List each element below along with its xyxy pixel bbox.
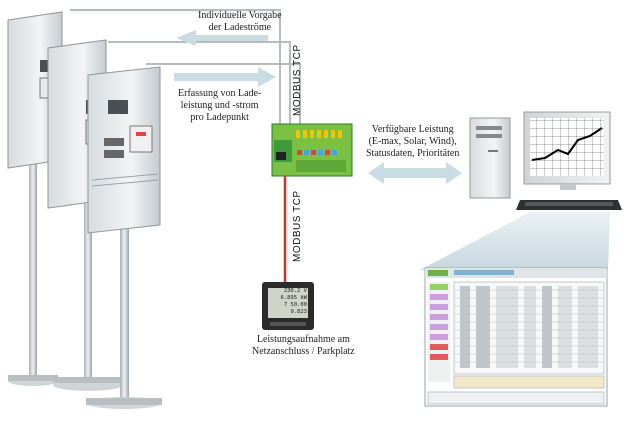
arrow-to-controller: [174, 67, 276, 87]
label-grid-power-consumption: Leistungsaufnahme am Netzanschluss / Par…: [252, 334, 355, 357]
keyboard: [516, 200, 622, 210]
label-modbus-tcp-bottom: MODBUS TCP: [292, 190, 303, 263]
controller-module: [271, 123, 353, 177]
computer-tower: [469, 117, 511, 199]
meter-line-4: 9.823: [290, 309, 307, 315]
software-screenshot: [424, 267, 608, 407]
meter-line-2: 6.895 kW: [280, 295, 308, 301]
label-available-power: Verfügbare Leistung (E-max, Solar, Wind)…: [366, 124, 460, 159]
label-individual-charge-currents: Individuelle Vorgabe der Ladeströme: [198, 10, 282, 33]
meter-line-3: 7 50.00: [283, 302, 307, 308]
meter-display: 230.2 V 6.895 kW 7 50.00 9.823: [269, 288, 308, 316]
screen-projection: [420, 212, 610, 270]
arrow-to-stations: [176, 30, 268, 46]
network-cables: [70, 9, 301, 125]
arrow-bidirectional: [368, 162, 462, 184]
label-charge-power-acquisition: Erfassung von Lade- leistung und -strom …: [178, 88, 262, 123]
label-modbus-tcp-top: MODBUS TCP: [292, 44, 303, 117]
meter-line-1: 230.2 V: [283, 288, 307, 294]
power-meter: [262, 282, 314, 330]
monitor: [523, 111, 611, 190]
charging-station-3: [86, 66, 162, 409]
